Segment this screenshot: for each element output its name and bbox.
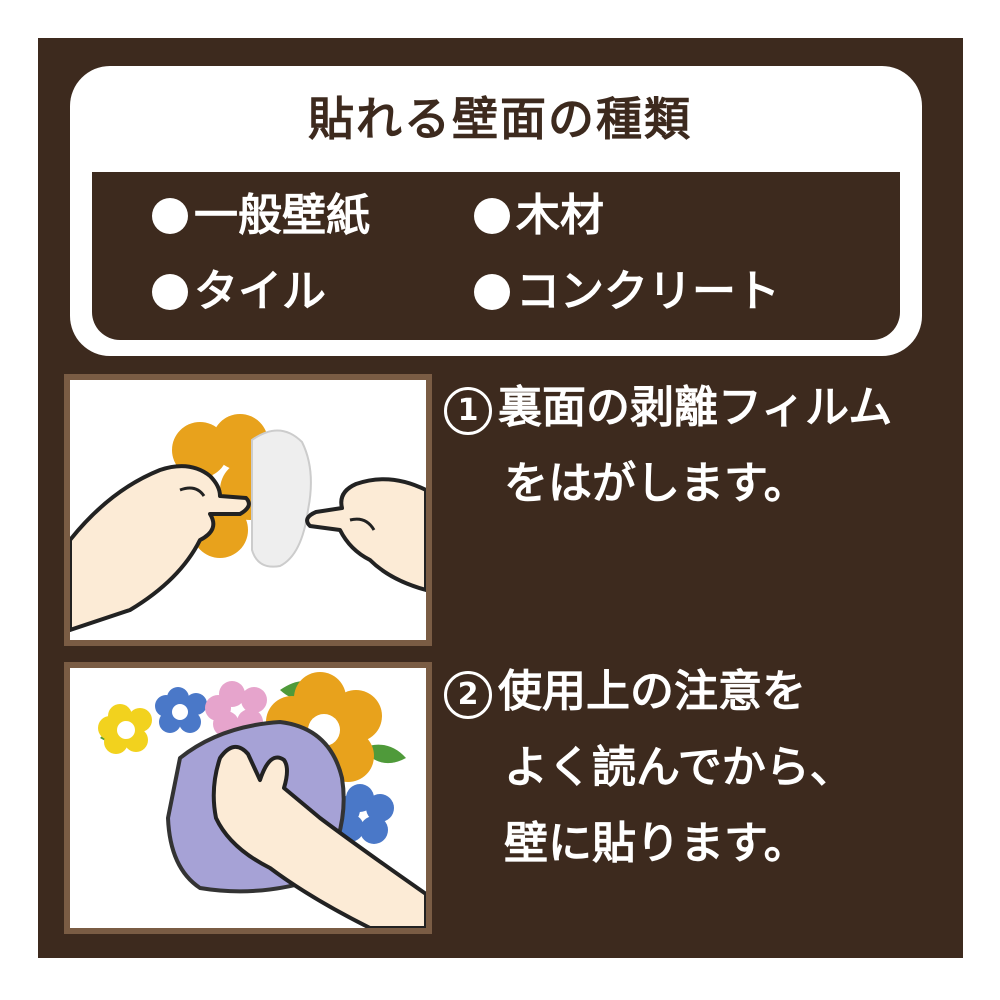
yellow-flower xyxy=(98,704,152,754)
surface-types-title: 貼れる壁面の種類 xyxy=(308,92,692,146)
blue-flower-lower xyxy=(332,784,394,844)
surface-item-wallpaper: 一般壁紙 xyxy=(152,186,370,246)
surface-item-tile: タイル xyxy=(152,262,326,322)
step-1-line-2: をはがします。 xyxy=(504,458,808,509)
surface-item-label: コンクリート xyxy=(516,266,780,317)
apply-sticker-illustration xyxy=(64,662,432,934)
bullet-dot-icon xyxy=(474,274,510,310)
surface-item-label: 木材 xyxy=(516,190,604,241)
blue-flower xyxy=(155,687,207,733)
right-hand xyxy=(305,477,426,592)
step-text-line: 裏面の剥離フィルム xyxy=(498,382,893,433)
bullet-dot-icon xyxy=(152,274,188,310)
step-number-badge: 1 xyxy=(444,387,492,435)
apply-sticker-drawing xyxy=(98,672,426,928)
step-number-badge: 2 xyxy=(444,671,492,719)
surface-item-concrete: コンクリート xyxy=(474,262,780,322)
backing-film xyxy=(251,429,312,568)
surface-item-wood: 木材 xyxy=(474,186,604,246)
bullet-dot-icon xyxy=(474,198,510,234)
step-2-line-3: 壁に貼ります。 xyxy=(504,818,808,869)
surface-item-label: タイル xyxy=(194,266,326,317)
surface-item-label: 一般壁紙 xyxy=(194,190,370,241)
peel-film-illustration xyxy=(64,374,432,646)
peel-film-drawing xyxy=(70,414,426,632)
pressing-hand xyxy=(211,745,426,928)
step-text-line: 使用上の注意を xyxy=(498,666,806,717)
step-2-line-2: よく読んでから、 xyxy=(504,742,854,793)
left-hand xyxy=(70,464,251,632)
bullet-dot-icon xyxy=(152,198,188,234)
